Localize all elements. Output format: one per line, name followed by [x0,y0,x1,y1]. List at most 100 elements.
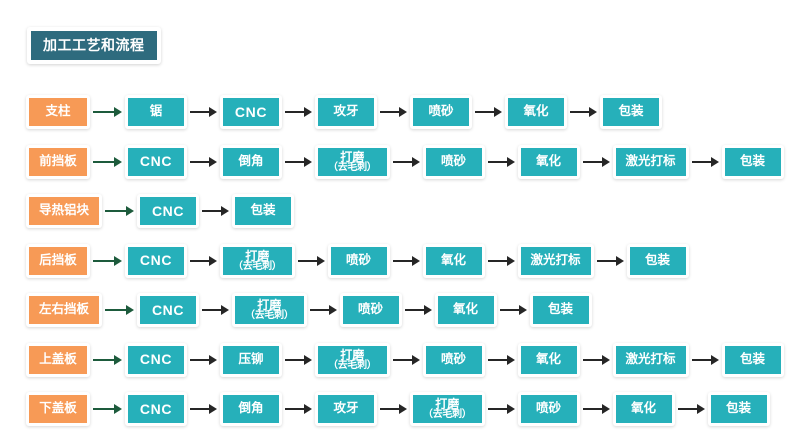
flow-arrow-initial [93,354,122,365]
flow-step-node[interactable]: 激光打标 [612,144,689,179]
flow-node-label: CNC [139,351,173,368]
flow-start-node[interactable]: 下盖板 [26,392,90,426]
flow-step-node[interactable]: 包装 [529,293,592,327]
flow-step-node[interactable]: CNC [125,392,187,426]
flow-step-node[interactable]: 包装 [232,194,295,228]
flow-node-label: 后挡板 [39,252,77,267]
flow-step-node[interactable]: 氧化 [517,144,580,179]
arrow-shaft [93,160,115,163]
arrow-shaft [691,160,712,163]
flow-node-label: CNC [139,153,173,170]
arrow-shaft [285,111,305,113]
flow-step-node[interactable]: 倒角 [220,392,282,426]
flow-node-body: 打磨（去毛刺） [223,246,292,275]
flow-step-node[interactable]: 包装 [626,243,689,278]
flow-step-node[interactable]: 包装 [707,392,770,426]
arrow-head-icon [589,107,597,117]
flow-step-node[interactable]: 氧化 [612,392,675,426]
flow-step-node[interactable]: 喷砂 [422,144,485,179]
flow-node-label: 倒角 [238,401,264,416]
flow-start-node[interactable]: 支柱 [26,95,90,129]
flow-arrow-initial [105,206,135,216]
flow-step-node[interactable]: 攻牙 [315,392,377,426]
arrow-shaft [190,358,210,361]
arrow-head-icon [506,156,515,167]
flow-step-node[interactable]: 氧化 [434,293,497,327]
arrow-head-icon [209,404,217,414]
flow-step-node[interactable]: 打磨（去毛刺） [232,293,307,327]
arrow-shaft [582,160,603,163]
flow-arrow [392,354,420,365]
flow-step-node[interactable]: 喷砂 [410,95,472,129]
flow-node-body: 喷砂 [425,147,482,176]
flow-node-label: 左右挡板 [39,302,90,317]
flow-step-node[interactable]: CNC [220,95,282,129]
flow-arrow-initial [93,156,122,167]
flow-step-node[interactable]: 压铆 [220,342,282,377]
flow-arrow [190,156,217,167]
flow-step-node[interactable]: 打磨（去毛刺） [315,144,390,179]
flow-node-label: 上盖板 [39,351,77,366]
arrow-head-icon [114,354,122,365]
arrow-shaft [392,358,413,361]
arrow-head-icon [399,107,407,117]
flow-node-label: 氧化 [535,153,561,168]
flow-node-body: 氧化 [520,147,577,176]
flow-node-body: 压铆 [223,345,279,374]
flow-step-node[interactable]: 氧化 [505,95,567,129]
arrow-shaft [582,408,603,410]
flow-start-node[interactable]: 左右挡板 [26,293,103,327]
flow-step-node[interactable]: 打磨（去毛刺） [220,243,295,278]
flow-arrow [487,255,515,266]
flow-node-label: 激光打标 [625,153,676,168]
flow-step-node[interactable]: 喷砂 [422,342,485,377]
flow-step-node[interactable]: 喷砂 [339,293,402,327]
arrow-shaft [93,111,115,113]
flow-node-body: CNC [223,98,279,126]
flow-node-label: CNC [151,202,185,219]
flow-node-label: 攻牙 [333,104,359,119]
flow-step-node[interactable]: 打磨（去毛刺） [315,342,390,377]
flow-node-label: 压铆 [238,351,264,366]
flow-step-node[interactable]: 打磨（去毛刺） [410,392,485,426]
flow-step-node[interactable]: 激光打标 [612,342,689,377]
flow-arrow [499,305,527,315]
flow-start-node[interactable]: 后挡板 [26,243,90,278]
arrow-shaft [570,111,590,113]
flow-arrow-initial [93,255,122,266]
flow-step-node[interactable]: 喷砂 [327,243,390,278]
flow-arrow [297,255,325,266]
flow-step-node[interactable]: 包装 [721,144,784,179]
flow-node-body: CNC [128,147,184,176]
flow-step-node[interactable]: CNC [137,293,200,327]
flow-step-node[interactable]: CNC [137,194,200,228]
flow-step-node[interactable]: 氧化 [517,342,580,377]
flow-arrow [285,404,312,414]
flow-node-sublabel: （去毛刺） [423,409,472,420]
flow-step-node[interactable]: CNC [125,144,187,179]
flow-node-label: 攻牙 [333,401,359,416]
flow-node-body: 激光打标 [520,246,591,275]
flow-step-node[interactable]: 氧化 [422,243,485,278]
flow-node-label: 包装 [740,153,766,168]
flow-step-node[interactable]: 攻牙 [315,95,377,129]
flow-arrow [285,107,312,117]
flow-step-node[interactable]: CNC [125,342,187,377]
flow-start-node[interactable]: 上盖板 [26,342,90,377]
flow-start-node[interactable]: 导热铝块 [26,194,103,228]
flow-step-node[interactable]: 倒角 [220,144,282,179]
flow-start-node[interactable]: 前挡板 [26,144,90,179]
flow-step-node[interactable]: 包装 [721,342,784,377]
flow-arrow [582,354,610,365]
flow-step-node[interactable]: 喷砂 [517,392,580,426]
flow-node-label: 氧化 [523,104,549,119]
flow-node-label: 包装 [740,351,766,366]
flow-arrow [691,156,719,167]
flow-step-node[interactable]: 锯 [125,95,187,129]
flow-step-node[interactable]: 激光打标 [517,243,594,278]
flow-node-body: CNC [128,246,184,275]
flow-node-label: 氧化 [630,401,656,416]
flow-step-node[interactable]: 包装 [600,95,662,129]
flow-node-body: 左右挡板 [29,296,100,324]
flow-step-node[interactable]: CNC [125,243,187,278]
